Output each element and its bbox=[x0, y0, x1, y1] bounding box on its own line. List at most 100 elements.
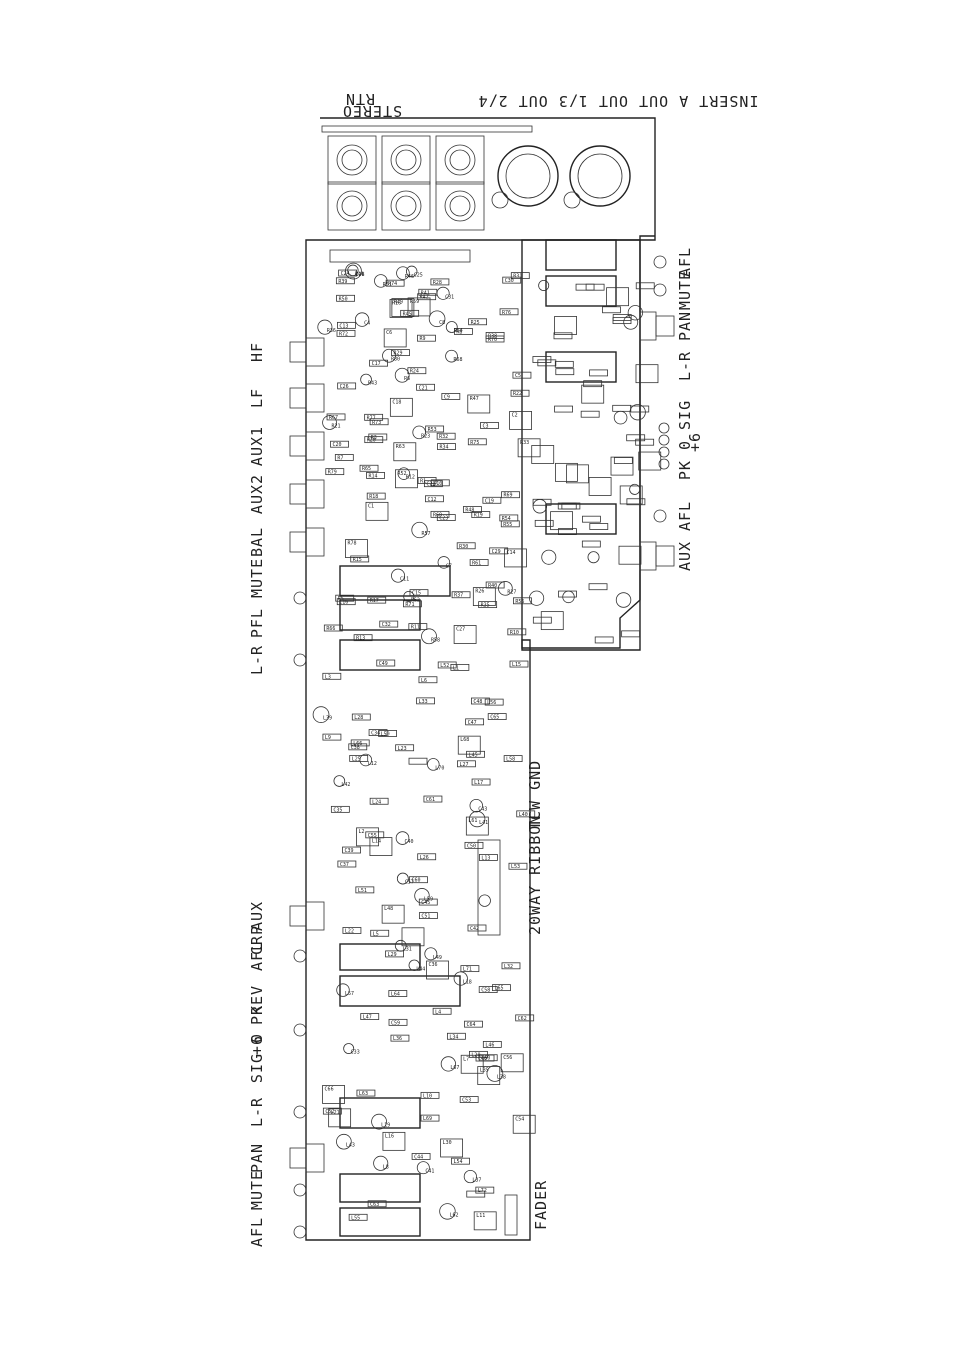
ic-footprint-2-44 bbox=[606, 287, 629, 307]
resistor-footprint-0-22 bbox=[468, 318, 488, 326]
resistor-footprint-2-21 bbox=[589, 369, 608, 377]
ref-label-169: L26 bbox=[420, 855, 429, 861]
xlr-inner-1 bbox=[577, 153, 623, 199]
resistor-footprint-2-12 bbox=[581, 540, 601, 548]
resistor-footprint-0-86 bbox=[441, 393, 461, 400]
resistor-footprint-2-59 bbox=[575, 283, 595, 291]
resistor-footprint-1-19 bbox=[322, 1107, 342, 1115]
capacitor-footprint-0-43 bbox=[396, 266, 410, 280]
resistor-footprint-1-59 bbox=[417, 853, 437, 861]
resistor-footprint-1-61 bbox=[351, 713, 371, 721]
resistor-footprint-1-107 bbox=[408, 757, 428, 765]
xlr-latch-0 bbox=[491, 191, 509, 209]
ref-label-43: R46 bbox=[405, 274, 414, 280]
capacitor-footprint-0-54 bbox=[411, 521, 428, 539]
right-meter-led-1 bbox=[658, 434, 670, 446]
capacitor-footprint-2-40 bbox=[587, 551, 600, 564]
resistor-footprint-1-37 bbox=[432, 1007, 452, 1015]
resistor-footprint-1-34 bbox=[450, 664, 470, 671]
switch-body-4 bbox=[339, 975, 461, 1007]
jack-hole-3 bbox=[341, 195, 363, 217]
right-pot-shaft-1 bbox=[655, 545, 675, 567]
ref-label-135: C58 bbox=[481, 988, 490, 994]
ref-label-117: C40 bbox=[405, 839, 414, 845]
ref-label-136: C59 bbox=[391, 1020, 400, 1026]
ref-label-67: R70 bbox=[488, 337, 497, 343]
ic-footprint-2-54 bbox=[618, 545, 642, 565]
capacitor-footprint-0-9 bbox=[397, 467, 411, 480]
ref-label-206: L63 bbox=[359, 1091, 368, 1097]
resistor-footprint-2-42 bbox=[537, 359, 557, 367]
ref-label-173: L30 bbox=[443, 1140, 452, 1146]
resistor-footprint-0-26 bbox=[391, 349, 410, 357]
left-led-1 bbox=[293, 653, 307, 667]
right-label-1: MUTE bbox=[676, 270, 694, 310]
ref-label-114: C37 bbox=[340, 862, 349, 868]
ref-label-15: R18 bbox=[369, 494, 378, 500]
xlr-outer-0 bbox=[497, 145, 559, 207]
ref-label-146: L3 bbox=[325, 674, 331, 680]
resistor-footprint-0-36 bbox=[335, 277, 355, 285]
ref-label-189: L46 bbox=[485, 1042, 494, 1048]
ref-label-152: L9 bbox=[325, 735, 331, 741]
ref-label-197: L54 bbox=[454, 1159, 463, 1165]
ref-label-196: L53 bbox=[511, 864, 520, 870]
capacitor-footprint-1-71 bbox=[486, 1065, 504, 1082]
ref-label-148: L5 bbox=[373, 931, 379, 937]
capacitor-footprint-0-61 bbox=[445, 321, 458, 333]
ref-label-90: C13 bbox=[339, 323, 348, 329]
left-label-12: SIG 0 bbox=[248, 1033, 266, 1083]
ref-label-129: C52 bbox=[325, 1109, 334, 1115]
capacitor-footprint-0-108 bbox=[436, 286, 450, 300]
capacitor-footprint-0-65 bbox=[445, 349, 458, 363]
ref-label-164: L21 bbox=[331, 1110, 340, 1116]
ref-label-49: R52 bbox=[397, 471, 406, 477]
ref-label-172: L29 bbox=[388, 952, 397, 958]
switch-body-0 bbox=[339, 565, 451, 597]
left-label-4: BAL bbox=[248, 527, 266, 557]
switch-body-5 bbox=[339, 1097, 421, 1129]
resistor-footprint-1-87 bbox=[451, 1157, 470, 1165]
ref-label-96: C19 bbox=[485, 498, 494, 504]
capacitor-footprint-1-70 bbox=[463, 1170, 477, 1184]
resistor-footprint-1-38 bbox=[370, 929, 390, 937]
ic-footprint-1-94 bbox=[465, 816, 489, 836]
resistor-footprint-1-109 bbox=[466, 1190, 486, 1198]
resistor-footprint-1-67 bbox=[446, 1032, 466, 1040]
resistor-footprint-0-103 bbox=[337, 382, 357, 390]
resistor-footprint-0-107 bbox=[502, 276, 522, 284]
left-label-2: AUX1 bbox=[248, 426, 266, 466]
resistor-footprint-2-20 bbox=[635, 282, 655, 290]
ref-label-155: L12 bbox=[368, 761, 377, 767]
ref-label-124: C47 bbox=[468, 720, 477, 726]
ref-label-86: C9 bbox=[444, 394, 450, 400]
resistor-footprint-0-109 bbox=[379, 620, 399, 628]
switch-body-3 bbox=[339, 943, 421, 971]
resistor-footprint-0-28 bbox=[510, 272, 530, 279]
ref-label-53: R56 bbox=[515, 599, 524, 605]
ref-label-36: R39 bbox=[338, 279, 347, 285]
capacitor-footprint-1-77 bbox=[408, 959, 420, 971]
ref-label-187: L44 bbox=[416, 966, 425, 972]
ref-label-178: L35 bbox=[480, 1068, 489, 1074]
xlr-outer-1 bbox=[569, 145, 631, 207]
ref-label-23: R26 bbox=[475, 589, 484, 595]
ref-label-101: C24 bbox=[341, 271, 350, 277]
capacitor-footprint-1-45 bbox=[359, 753, 373, 767]
ref-label-168: L25 bbox=[352, 756, 361, 762]
resistor-footprint-1-60 bbox=[457, 760, 476, 768]
resistor-footprint-2-9 bbox=[557, 502, 577, 510]
ref-label-56: R59 bbox=[410, 299, 419, 305]
ref-label-38: R41 bbox=[421, 290, 430, 296]
ref-label-179: L36 bbox=[393, 1036, 402, 1042]
resistor-footprint-1-99 bbox=[350, 739, 370, 747]
ref-label-84: C7 bbox=[446, 563, 452, 569]
right-label-5: +6 bbox=[686, 432, 704, 452]
ref-label-99: C22 bbox=[426, 482, 435, 488]
ref-label-40: R43 bbox=[368, 381, 377, 387]
capacitor-footprint-2-1 bbox=[538, 280, 550, 291]
ref-label-118: C41 bbox=[425, 1169, 434, 1175]
capacitor-footprint-2-53 bbox=[562, 590, 575, 604]
ref-label-33: R36 bbox=[327, 328, 336, 334]
